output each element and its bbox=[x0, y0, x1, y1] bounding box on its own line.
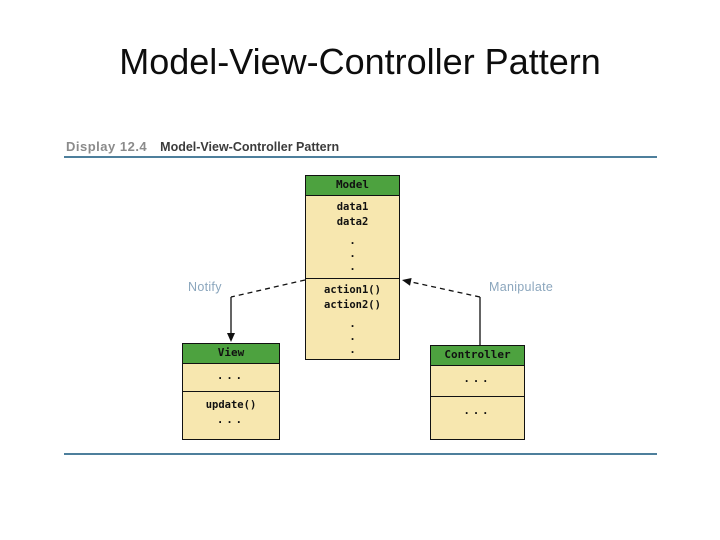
view-class-header: View bbox=[183, 344, 279, 364]
model-method: action1() bbox=[324, 284, 381, 296]
slide-title: Model-View-Controller Pattern bbox=[119, 41, 601, 82]
controller-methods-compartment: ... bbox=[431, 396, 524, 440]
figure-label: Display 12.4 bbox=[66, 139, 148, 154]
model-attribute: data2 bbox=[336, 216, 369, 228]
figure-header: Display 12.4 Model-View-Controller Patter… bbox=[66, 138, 339, 156]
figure-top-rule bbox=[64, 156, 657, 158]
controller-class-header: Controller bbox=[431, 346, 524, 366]
model-attribute-dot: . bbox=[349, 248, 356, 260]
view-attribute: ... bbox=[217, 370, 245, 382]
model-attribute: data1 bbox=[336, 201, 369, 213]
controller-attribute: ... bbox=[463, 373, 492, 385]
view-method: update() bbox=[205, 399, 257, 411]
figure-caption: Model-View-Controller Pattern bbox=[160, 140, 340, 154]
model-class-header: Model bbox=[306, 176, 399, 196]
model-attribute-dot: . bbox=[349, 235, 356, 247]
model-method-dot: . bbox=[349, 331, 356, 343]
view-class-box: View ... update() ... bbox=[182, 343, 280, 440]
view-attributes-compartment: ... bbox=[183, 364, 279, 391]
model-method: action2() bbox=[324, 299, 381, 311]
controller-class-box: Controller ... ... bbox=[430, 345, 525, 440]
notify-label: Notify bbox=[188, 280, 222, 294]
model-method-dot: . bbox=[349, 344, 356, 356]
view-method: ... bbox=[217, 414, 245, 426]
model-methods-compartment: action1() action2() . . . bbox=[306, 278, 399, 360]
figure-bottom-rule bbox=[64, 453, 657, 455]
model-class-box: Model data1 data2 . . . action1() action… bbox=[305, 175, 400, 360]
manipulate-label: Manipulate bbox=[489, 280, 554, 294]
controller-method: ... bbox=[463, 405, 492, 417]
model-method-dot: . bbox=[349, 318, 356, 330]
view-methods-compartment: update() ... bbox=[183, 391, 279, 440]
model-attribute-dot: . bbox=[349, 261, 356, 273]
model-attributes-compartment: data1 data2 . . . bbox=[306, 196, 399, 278]
controller-attributes-compartment: ... bbox=[431, 366, 524, 396]
